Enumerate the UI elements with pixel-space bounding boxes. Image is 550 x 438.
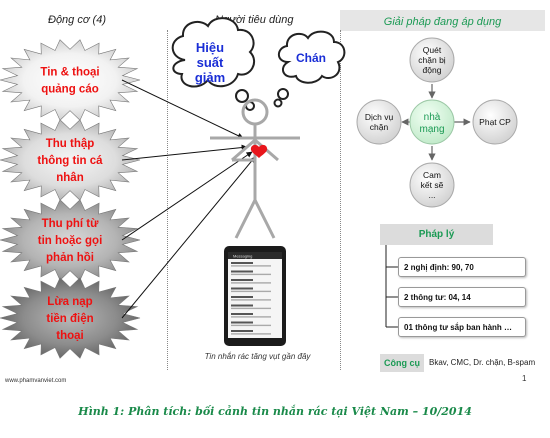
phone-message-preview bbox=[231, 265, 271, 267]
driver-label: phản hồi bbox=[46, 252, 94, 264]
burst-topup bbox=[0, 277, 141, 359]
phone-message-preview bbox=[231, 316, 271, 318]
driver-label: Tin & thoại bbox=[40, 67, 99, 79]
page-number: 1 bbox=[522, 374, 527, 383]
phone-message-preview bbox=[231, 324, 271, 327]
phone-message-preview bbox=[231, 333, 271, 335]
phone-message-row bbox=[231, 279, 253, 281]
phone-title: Messaging bbox=[233, 254, 252, 259]
phone-message-row bbox=[231, 313, 253, 315]
driver-label: Thu phí từ bbox=[42, 218, 100, 230]
node-label: Phạt CP bbox=[479, 117, 511, 127]
thought-cloud-bored bbox=[277, 30, 346, 84]
burst-ads bbox=[0, 39, 141, 121]
legal-title: Pháp lý bbox=[380, 224, 493, 245]
legal-item: 01 thông tư sắp ban hành … bbox=[398, 317, 526, 337]
arrow-topup bbox=[121, 156, 256, 319]
driver-label: tin hoặc gọi bbox=[38, 235, 103, 247]
thought-line: Hiệu bbox=[196, 40, 224, 55]
node-label: chặn bbox=[370, 122, 389, 132]
driver-label: tiền điện bbox=[46, 313, 93, 325]
node-label: Dịch vụ bbox=[365, 112, 394, 122]
heart-icon bbox=[250, 144, 268, 158]
node-label: động bbox=[423, 65, 442, 75]
node-label: Cam bbox=[423, 170, 441, 180]
solution-node-fine bbox=[472, 99, 518, 145]
driver-label: quảng cáo bbox=[41, 84, 99, 96]
phone-message-row bbox=[231, 270, 253, 273]
thought-line: Chán bbox=[296, 51, 326, 65]
legal-tree-connectors bbox=[385, 245, 398, 328]
arrow-fee bbox=[121, 151, 253, 241]
tools-text: Bkav, CMC, Dr. chặn, B-spam bbox=[429, 358, 536, 367]
node-label: mạng bbox=[419, 124, 444, 135]
phone-caption: Tin nhắn rác tăng vụt gần đây bbox=[204, 352, 311, 361]
solutions-header: Giải pháp đang áp dụng bbox=[383, 16, 502, 28]
driver-label: nhân bbox=[56, 172, 83, 184]
footer-site: www.phamvanviet.com bbox=[5, 378, 67, 384]
solution-node-operator bbox=[409, 99, 455, 145]
phone-message-row bbox=[231, 287, 253, 290]
figure-caption: Hình 1: Phân tích: bối cảnh tin nhắn rác… bbox=[78, 405, 472, 418]
node-label: ... bbox=[428, 190, 435, 200]
arrow-collect bbox=[121, 144, 248, 161]
thought-bubble-dot bbox=[277, 88, 289, 100]
solution-node-block bbox=[356, 99, 402, 145]
solution-node-scan bbox=[409, 37, 455, 83]
phone-message-preview bbox=[231, 290, 271, 293]
thought-line: giảm bbox=[195, 70, 225, 85]
consumer-stick-figure bbox=[210, 98, 300, 239]
solutions-cluster: Quét chặn bị động Dịch vụ chặn Phạt CP C… bbox=[356, 37, 518, 208]
arrow-ads bbox=[121, 79, 244, 139]
solution-node-commit bbox=[409, 162, 455, 208]
phone-message-preview bbox=[231, 273, 271, 276]
drivers-header: Động cơ (4) bbox=[48, 14, 107, 26]
phone-screenshot: Messaging bbox=[224, 246, 286, 346]
phone-message-preview bbox=[231, 307, 271, 310]
driver-label: Thu thập bbox=[46, 138, 95, 150]
legal-item: 2 nghị định: 90, 70 bbox=[398, 257, 526, 277]
phone-message-row bbox=[231, 304, 253, 307]
phone-message-row bbox=[231, 262, 253, 264]
burst-fee bbox=[0, 199, 141, 281]
phone-message-row bbox=[231, 296, 253, 298]
phone-message-row bbox=[231, 330, 253, 332]
node-label: Quét bbox=[423, 45, 442, 55]
tools-label: Công cụ bbox=[380, 354, 424, 372]
divider-right bbox=[340, 30, 341, 370]
thought-cloud-performance bbox=[171, 17, 256, 88]
solutions-header-bar: Giải pháp đang áp dụng bbox=[340, 10, 545, 31]
driver-label: thông tin cá bbox=[37, 155, 103, 167]
node-label: chặn bị bbox=[418, 55, 446, 65]
burst-collect bbox=[0, 119, 141, 201]
thought-bubble-dot bbox=[273, 98, 283, 108]
phone-message-preview bbox=[231, 299, 271, 301]
node-label: kết sẽ bbox=[421, 180, 444, 190]
thought-line: suất bbox=[197, 55, 224, 70]
node-label: nhà bbox=[424, 112, 441, 123]
thought-bubble-dot bbox=[235, 89, 249, 103]
divider-left bbox=[167, 30, 168, 370]
driver-label: thoại bbox=[56, 330, 83, 342]
phone-message-row bbox=[231, 321, 253, 324]
phone-message-preview bbox=[231, 282, 271, 284]
legal-item: 2 thông tư: 04, 14 bbox=[398, 287, 526, 307]
driver-label: Lừa nạp bbox=[47, 296, 92, 308]
